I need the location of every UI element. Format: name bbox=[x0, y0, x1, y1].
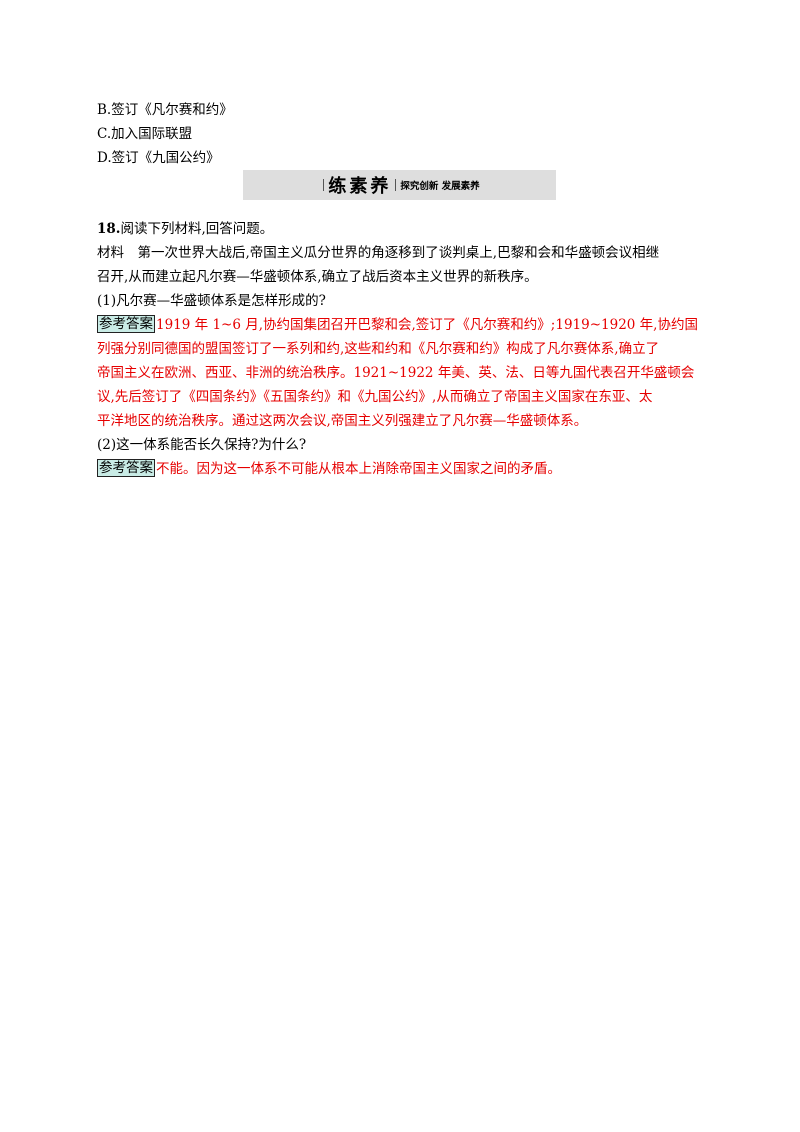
banner-title: 练素养 bbox=[328, 176, 392, 197]
question-prompt: 阅读下列材料,回答问题。 bbox=[120, 221, 274, 237]
option-b: B.签订《凡尔赛和约》 bbox=[97, 102, 233, 118]
banner-divider-right bbox=[395, 179, 397, 191]
banner-divider-left bbox=[323, 179, 325, 191]
answer-1-line-2: 列强分别同德国的盟国签订了一系列和约,这些和约和《凡尔赛和约》构成了凡尔赛体系,… bbox=[97, 341, 660, 357]
material-line-1: 材料 第一次世界大战后,帝国主义瓜分世界的角逐移到了谈判桌上,巴黎和会和华盛顿会… bbox=[97, 245, 660, 261]
question-number: 18. bbox=[97, 221, 121, 237]
option-c: C.加入国际联盟 bbox=[97, 126, 193, 142]
material-line-2: 召开,从而建立起凡尔赛—华盛顿体系,确立了战后资本主义世界的新秩序。 bbox=[97, 269, 538, 285]
answer-2-line: 参考答案不能。因为这一体系不可能从根本上消除帝国主义国家之间的矛盾。 bbox=[97, 459, 561, 479]
answer-1-text-1: 1919 年 1~6 月,协约国集团召开巴黎和会,签订了《凡尔赛和约》;1919… bbox=[156, 317, 698, 333]
question-header: 18.阅读下列材料,回答问题。 bbox=[97, 219, 273, 239]
answer-2-text: 不能。因为这一体系不可能从根本上消除帝国主义国家之间的矛盾。 bbox=[156, 461, 561, 477]
sub-question-2: (2)这一体系能否长久保持?为什么? bbox=[97, 437, 307, 453]
answer-1-line-5: 平洋地区的统治秩序。通过这两次会议,帝国主义列强建立了凡尔赛—华盛顿体系。 bbox=[97, 413, 588, 429]
answer-1-line-3: 帝国主义在欧洲、西亚、非洲的统治秩序。1921~1922 年美、英、法、日等九国… bbox=[97, 365, 695, 381]
sub-question-1: (1)凡尔赛—华盛顿体系是怎样形成的? bbox=[97, 293, 326, 309]
answer-tag-1: 参考答案 bbox=[97, 315, 155, 333]
answer-tag-2: 参考答案 bbox=[97, 459, 155, 477]
banner-subtitle: 探究创新 发展素养 bbox=[400, 181, 480, 192]
answer-1-line-4: 议,先后签订了《四国条约》《五国条约》和《九国公约》,从而确立了帝国主义国家在东… bbox=[97, 389, 653, 405]
option-d: D.签订《九国公约》 bbox=[97, 150, 220, 166]
section-banner: 练素养 探究创新 发展素养 bbox=[243, 170, 556, 200]
